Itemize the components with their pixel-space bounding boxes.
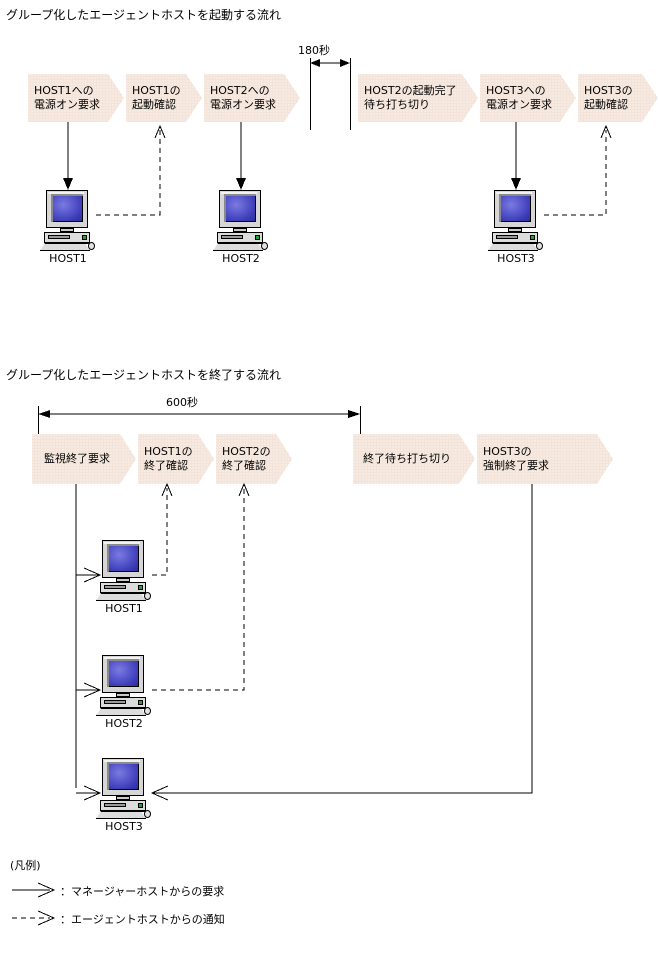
monitor-screen-shadow bbox=[107, 544, 139, 572]
step-chevron-host1-stop-confirm[interactable]: HOST1の 終了確認 bbox=[138, 434, 214, 484]
drive-slot bbox=[104, 700, 126, 704]
monitor-screen-shadow bbox=[224, 194, 256, 222]
section-2-title: グループ化したエージェントホストを終了する流れ bbox=[6, 368, 282, 382]
drive-slot bbox=[221, 235, 243, 239]
host-icon-s2-host3: HOST3 bbox=[96, 758, 152, 833]
monitor-screen-shadow bbox=[51, 194, 83, 222]
legend-entry-request-text: ：マネージャーホストからの要求 bbox=[60, 885, 225, 898]
monitor-screen-shadow bbox=[107, 659, 139, 687]
monitor-screen bbox=[224, 194, 256, 222]
step-chevron-power-on-host2[interactable]: HOST2への 電源オン要求 bbox=[204, 74, 300, 122]
monitor-neck bbox=[116, 693, 130, 697]
monitor-highlight bbox=[221, 192, 257, 194]
step-chevron-power-on-host1[interactable]: HOST1への 電源オン要求 bbox=[28, 74, 124, 122]
monitor-highlight bbox=[104, 542, 140, 544]
drive-slot bbox=[48, 235, 70, 239]
power-led-icon bbox=[138, 700, 143, 705]
legend-entry-notify-text: ：エージェントホストからの通知 bbox=[60, 913, 225, 926]
step-chevron-confirm-host3[interactable]: HOST3の 起動確認 bbox=[578, 74, 658, 122]
monitor-screen bbox=[107, 659, 139, 687]
step-chevron-host2-boot-timeout[interactable]: HOST2の起動完了 待ち打ち切り bbox=[358, 74, 478, 122]
step-chevron-power-on-host3[interactable]: HOST3への 電源オン要求 bbox=[480, 74, 576, 122]
dim-tick-left-180 bbox=[310, 58, 311, 130]
step-chevron-label: 終了待ち打ち切り bbox=[363, 452, 451, 465]
host-icon-s2-host2: HOST2 bbox=[96, 655, 152, 730]
section-1-title: グループ化したエージェントホストを起動する流れ bbox=[6, 8, 282, 22]
step-chevron-label: HOST2の 終了確認 bbox=[222, 445, 271, 472]
monitor-highlight bbox=[104, 657, 140, 659]
dim-tick-right-600 bbox=[360, 406, 361, 436]
step-chevron-stop-wait-timeout[interactable]: 終了待ち打ち切り bbox=[353, 434, 475, 484]
dim-tick-left-600 bbox=[38, 406, 39, 436]
host-label: HOST2 bbox=[222, 252, 260, 265]
mouse-icon bbox=[144, 810, 151, 818]
host-icon-s1-host3: HOST3 bbox=[488, 190, 544, 265]
keyboard-edge bbox=[96, 818, 146, 819]
duration-label-180: 180秒 bbox=[298, 44, 330, 57]
monitor-highlight bbox=[48, 192, 84, 194]
drive-slot bbox=[104, 803, 126, 807]
step-chevron-host3-force-stop[interactable]: HOST3の 強制終了要求 bbox=[477, 434, 613, 484]
step-chevron-confirm-host1[interactable]: HOST1の 起動確認 bbox=[126, 74, 202, 122]
step-chevron-label: HOST1の 終了確認 bbox=[144, 445, 193, 472]
duration-label-600: 600秒 bbox=[166, 396, 198, 409]
power-led-icon bbox=[82, 235, 87, 240]
host-label: HOST1 bbox=[49, 252, 87, 265]
step-chevron-label: HOST2の起動完了 待ち打ち切り bbox=[364, 84, 457, 111]
step-chevron-label: HOST3への 電源オン要求 bbox=[486, 84, 552, 111]
keyboard-edge bbox=[96, 600, 146, 601]
step-chevron-stop-monitoring[interactable]: 監視終了要求 bbox=[32, 434, 136, 484]
mouse-icon bbox=[536, 242, 543, 250]
host-label: HOST3 bbox=[105, 820, 143, 833]
step-chevron-label: HOST3の 起動確認 bbox=[584, 84, 633, 111]
keyboard-edge bbox=[40, 250, 90, 251]
mouse-icon bbox=[144, 592, 151, 600]
drive-slot bbox=[104, 585, 126, 589]
host-label: HOST3 bbox=[497, 252, 535, 265]
drive-slot bbox=[496, 235, 518, 239]
step-chevron-label: HOST1の 起動確認 bbox=[132, 84, 181, 111]
host-label: HOST1 bbox=[105, 602, 143, 615]
power-led-icon bbox=[138, 585, 143, 590]
mouse-icon bbox=[144, 707, 151, 715]
monitor-screen bbox=[107, 762, 139, 790]
host-label: HOST2 bbox=[105, 717, 143, 730]
monitor-neck bbox=[233, 228, 247, 232]
step-chevron-label: HOST2への 電源オン要求 bbox=[210, 84, 276, 111]
keyboard-edge bbox=[213, 250, 263, 251]
monitor-highlight bbox=[104, 760, 140, 762]
power-led-icon bbox=[530, 235, 535, 240]
monitor-neck bbox=[116, 796, 130, 800]
power-led-icon bbox=[138, 803, 143, 808]
mouse-icon bbox=[261, 242, 268, 250]
monitor-screen-shadow bbox=[107, 762, 139, 790]
step-chevron-label: 監視終了要求 bbox=[44, 452, 110, 465]
step-chevron-host2-stop-confirm[interactable]: HOST2の 終了確認 bbox=[216, 434, 292, 484]
legend-title: (凡例) bbox=[10, 859, 41, 872]
monitor-neck bbox=[60, 228, 74, 232]
host-icon-s1-host2: HOST2 bbox=[213, 190, 269, 265]
step-chevron-label: HOST1への 電源オン要求 bbox=[34, 84, 100, 111]
dim-tick-right-180 bbox=[350, 58, 351, 130]
keyboard-edge bbox=[488, 250, 538, 251]
step-chevron-label: HOST3の 強制終了要求 bbox=[483, 445, 549, 472]
monitor-neck bbox=[116, 578, 130, 582]
keyboard-edge bbox=[96, 715, 146, 716]
host-icon-s2-host1: HOST1 bbox=[96, 540, 152, 615]
mouse-icon bbox=[88, 242, 95, 250]
host-icon-s1-host1: HOST1 bbox=[40, 190, 96, 265]
monitor-highlight bbox=[496, 192, 532, 194]
monitor-neck bbox=[508, 228, 522, 232]
monitor-screen-shadow bbox=[499, 194, 531, 222]
power-led-icon bbox=[255, 235, 260, 240]
